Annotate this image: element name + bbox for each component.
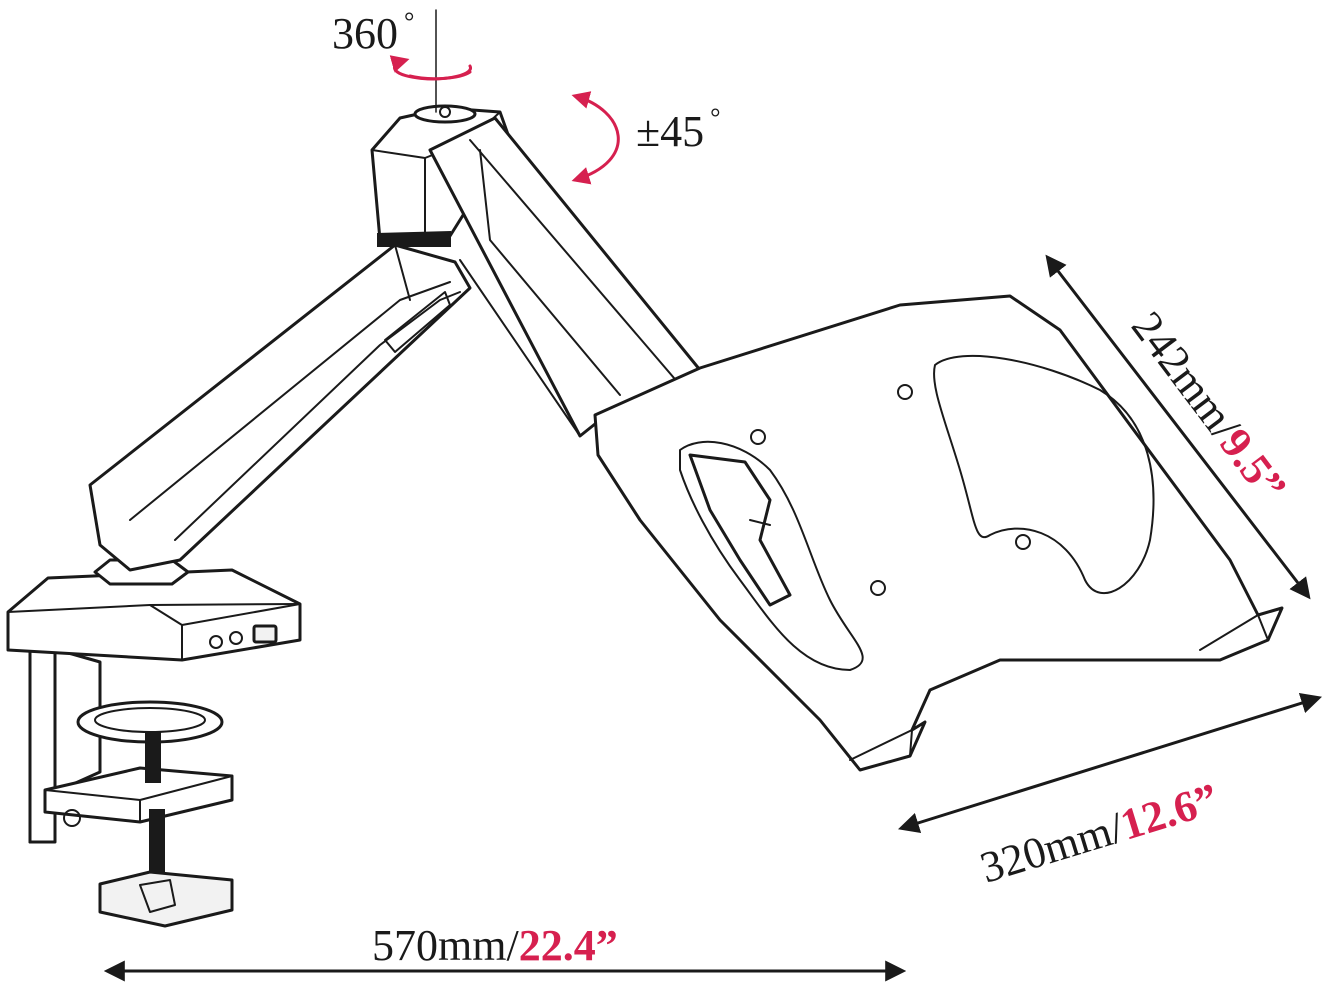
- tilt-label: ±45°: [636, 103, 721, 156]
- screw-icon: [897, 384, 913, 400]
- screw-icon: [870, 580, 886, 596]
- rotation-label: 360°: [332, 7, 414, 58]
- clamp-screw: [145, 731, 161, 783]
- width-label: 570mm/22.4”: [372, 921, 618, 970]
- tray-grip-hole: [679, 440, 864, 671]
- usb-port-icon: [252, 624, 278, 644]
- port-icon: [209, 635, 223, 649]
- swivel-360-arrow: [389, 55, 473, 81]
- arm-base: [6, 558, 302, 662]
- port-icon: [229, 631, 243, 645]
- tilt-45-arrow: [571, 91, 620, 185]
- degree-mark: °: [404, 7, 414, 36]
- lower-arm: [88, 243, 472, 572]
- depth-dimension-line: [897, 692, 1323, 834]
- degree-mark: °: [710, 103, 720, 132]
- screw-icon: [750, 429, 766, 445]
- depth-label: 320mm/12.6”: [975, 774, 1224, 893]
- desk-clamp: [28, 640, 234, 928]
- height-dimension-line: [1045, 254, 1311, 600]
- screw-icon: [1015, 534, 1031, 550]
